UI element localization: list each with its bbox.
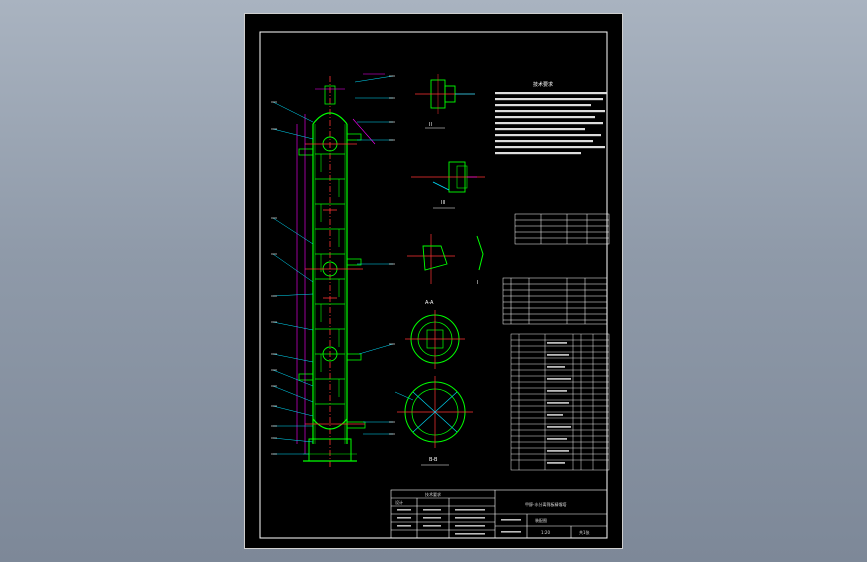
- notes-header: 技术要求: [533, 81, 553, 88]
- detail-weir: A-A I: [407, 234, 484, 306]
- section-label-ii: II: [429, 122, 432, 128]
- title-block-org: 设计: [395, 499, 403, 505]
- title-block-cells: [397, 509, 521, 535]
- detail-ii: II: [415, 74, 475, 129]
- detail-iii: III: [411, 161, 485, 209]
- drawing-canvas: II III A-A I: [259, 31, 610, 539]
- section-label-bb: B-B: [429, 457, 438, 463]
- section-label-i: I: [477, 280, 478, 286]
- design-data-table: [514, 213, 610, 245]
- parts-list: [510, 333, 610, 471]
- drawing-scale: 1:20: [541, 530, 550, 535]
- title-block-header: 技术要求: [425, 491, 441, 497]
- drawing-number: 装配图: [535, 517, 547, 523]
- plan-view-top: [405, 310, 465, 369]
- drawing-sheet[interactable]: II III A-A I: [244, 13, 623, 549]
- column-elevation: [271, 73, 395, 469]
- drawing-title: 甲醇-水分离筛板精馏塔: [525, 501, 566, 507]
- nozzle-table: [502, 277, 608, 325]
- view-caption: A-A: [425, 300, 434, 306]
- section-label-iii: III: [441, 200, 445, 206]
- technical-notes: 技术要求: [495, 81, 607, 155]
- title-block: [390, 489, 608, 539]
- drawing-sheet-count: 共1张: [579, 529, 590, 535]
- plan-view-bb: B-B: [394, 376, 473, 466]
- parts-list-text: [547, 342, 571, 464]
